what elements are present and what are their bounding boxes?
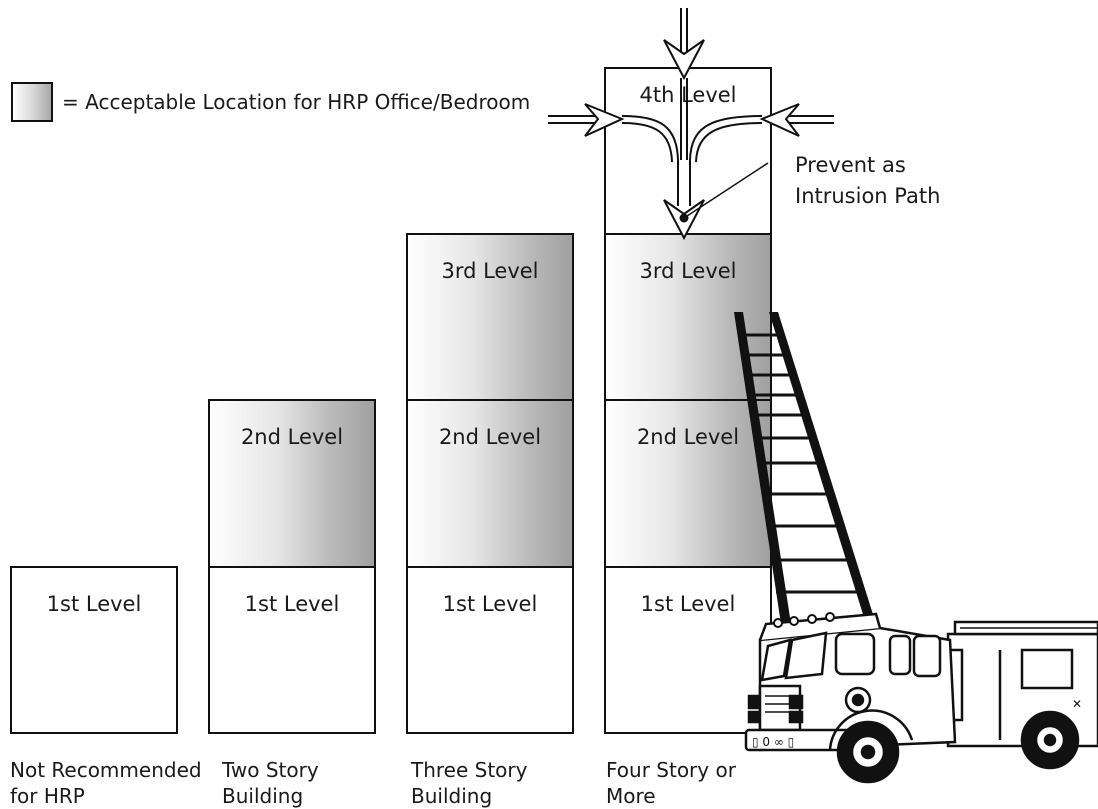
floor-label: 1st Level: [244, 592, 340, 616]
caption-not-recommended: Not Recommended for HRP: [10, 757, 202, 809]
building-4-level-2: 2nd Level: [604, 399, 772, 568]
caption-line: Four Story or: [606, 758, 736, 782]
fire-truck-icon: ▯ 0 ∞ ▯ ✕: [744, 612, 1098, 784]
building-2-level-2: 2nd Level: [208, 399, 376, 568]
building-3-level-2: 2nd Level: [406, 399, 574, 568]
caption-line: More: [606, 784, 656, 808]
floor-label: 3rd Level: [639, 259, 737, 283]
caption-three-story: Three Story Building: [411, 757, 527, 809]
caption-line: Building: [411, 784, 493, 808]
caption-line: Not Recommended: [10, 758, 202, 782]
floor-label: 2nd Level: [636, 425, 740, 449]
legend-swatch: [11, 82, 53, 122]
annotation-line: Intrusion Path: [795, 184, 941, 208]
legend-text: = Acceptable Location for HRP Office/Bed…: [62, 90, 531, 114]
caption-line: for HRP: [10, 784, 85, 808]
rear-reflector: ✕: [1072, 697, 1082, 711]
floor-label: 1st Level: [442, 592, 538, 616]
floor-label: 2nd Level: [438, 425, 542, 449]
caption-two-story: Two Story Building: [222, 757, 319, 809]
floor-label: 3rd Level: [441, 259, 539, 283]
bumper-marks: ▯ 0 ∞ ▯: [752, 735, 794, 749]
intrusion-point-dot: [679, 213, 689, 223]
caption-line: Building: [222, 784, 304, 808]
ladder-icon: [734, 312, 876, 624]
building-3-level-3: 3rd Level: [406, 233, 574, 401]
intrusion-arrow-icon: [548, 8, 834, 241]
building-2-level-1: 1st Level: [208, 566, 376, 734]
caption-line: Two Story: [222, 758, 319, 782]
floor-label: 1st Level: [46, 592, 142, 616]
building-1-level-1: 1st Level: [10, 566, 178, 734]
building-4-level-3: 3rd Level: [604, 233, 772, 401]
caption-line: Three Story: [411, 758, 528, 782]
floor-label: 2nd Level: [240, 425, 344, 449]
annotation-line: Prevent as: [795, 153, 906, 177]
caption-four-story: Four Story or More: [606, 757, 736, 809]
floor-label: 1st Level: [640, 592, 736, 616]
building-3-level-1: 1st Level: [406, 566, 574, 734]
intrusion-annotation: Prevent as Intrusion Path: [795, 150, 940, 212]
